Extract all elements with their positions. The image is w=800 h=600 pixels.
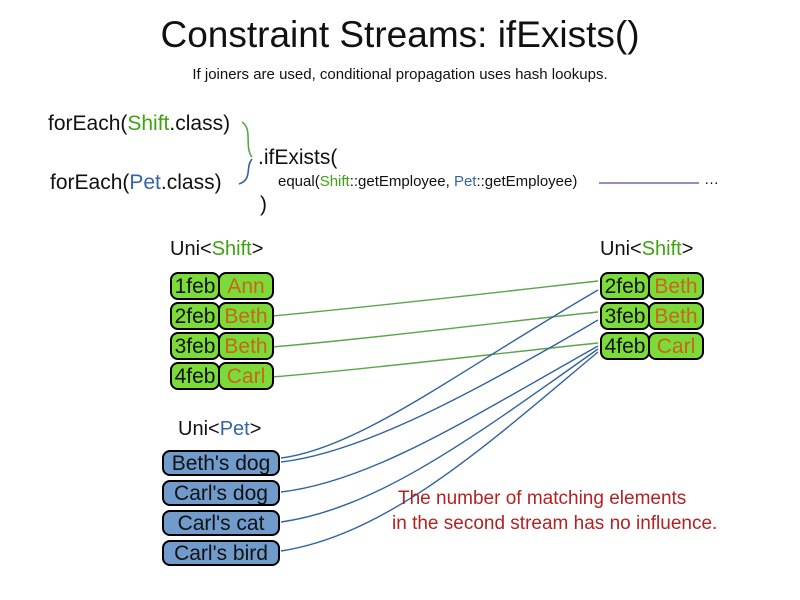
label-text: > (249, 418, 262, 440)
shift-employee-cell: Carl (648, 332, 704, 360)
exists-line-bethsdog-2feb (280, 289, 599, 459)
shift-date-cell: 1feb (170, 272, 220, 300)
shift-date-cell: 4feb (170, 362, 220, 390)
label-text: > (251, 238, 264, 260)
pet-list: Beth's dog Carl's dog Carl's cat Carl's … (162, 450, 280, 570)
pet-class-token: Pet (129, 171, 161, 194)
code-text: ::getEmployee, (349, 173, 454, 190)
influence-note: The number of matching elements in the s… (392, 486, 717, 536)
pet-class-token: Pet (453, 173, 477, 190)
code-text: .class) (160, 171, 222, 194)
shift-date-cell: 2feb (170, 302, 220, 330)
right-shift-table: 2feb Beth 3feb Beth 4feb Carl (600, 272, 704, 362)
brace-curve-shift (241, 121, 253, 158)
shift-row: 4feb Carl (600, 332, 704, 360)
label-text: Uni< (600, 238, 642, 260)
shift-class-token: Shift (319, 173, 350, 190)
right-shift-stream-label: Uni<Shift> (600, 238, 693, 261)
shift-employee-cell: Beth (648, 302, 704, 330)
code-close-paren: ) (260, 193, 267, 216)
shift-employee-cell: Carl (218, 362, 274, 390)
shift-row: 2feb Beth (600, 272, 704, 300)
code-text: ::getEmployee) (476, 173, 578, 190)
label-text: Uni< (170, 238, 212, 260)
left-shift-stream-label: Uni<Shift> (170, 238, 263, 261)
code-ellipsis: … (704, 171, 719, 188)
pet-stream-label: Uni<Pet> (178, 418, 261, 441)
exists-line-bethsdog-3feb (280, 319, 599, 463)
shift-row: 3feb Beth (170, 332, 274, 360)
code-text: forEach( (50, 171, 130, 194)
code-foreach-shift: forEach(Shift.class) (48, 112, 230, 136)
match-line-4feb (271, 342, 599, 378)
pet-box: Carl's dog (162, 480, 280, 506)
shift-row: 1feb Ann (170, 272, 274, 300)
pet-box: Carl's cat (162, 510, 280, 536)
influence-note-line1: The number of matching elements (398, 488, 687, 509)
pet-type-token: Pet (219, 418, 250, 440)
brace-curve-pet (238, 158, 253, 185)
label-text: > (681, 238, 694, 260)
slide-subtitle: If joiners are used, conditional propaga… (192, 66, 608, 83)
shift-employee-cell: Beth (218, 302, 274, 330)
code-text: forEach( (48, 112, 128, 135)
exists-line-carlsdog-4feb (280, 345, 599, 493)
pet-box: Carl's bird (162, 540, 280, 566)
code-text: .class) (169, 112, 231, 135)
shift-date-cell: 2feb (600, 272, 650, 300)
slide-title: Constraint Streams: ifExists() (160, 14, 640, 55)
shift-employee-cell: Beth (218, 332, 274, 360)
shift-row: 3feb Beth (600, 302, 704, 330)
shift-date-cell: 3feb (170, 332, 220, 360)
label-text: Uni< (178, 418, 220, 440)
pet-box: Beth's dog (162, 450, 280, 476)
code-text: equal( (278, 173, 320, 190)
code-ifexists: .ifExists( (258, 146, 338, 169)
influence-note-line2: in the second stream has no influence. (392, 513, 718, 534)
shift-type-token: Shift (641, 238, 682, 260)
shift-employee-cell: Beth (648, 272, 704, 300)
code-equal-joiner: equal(Shift::getEmployee, Pet::getEmploy… (278, 173, 577, 190)
shift-date-cell: 4feb (600, 332, 650, 360)
shift-row: 4feb Carl (170, 362, 274, 390)
shift-row: 2feb Beth (170, 302, 274, 330)
shift-employee-cell: Ann (218, 272, 274, 300)
shift-date-cell: 3feb (600, 302, 650, 330)
code-foreach-pet: forEach(Pet.class) (50, 171, 222, 195)
match-line-2feb (271, 280, 599, 317)
match-line-3feb (271, 311, 599, 348)
shift-class-token: Shift (127, 112, 170, 135)
left-shift-table: 1feb Ann 2feb Beth 3feb Beth 4feb Carl (170, 272, 274, 392)
shift-type-token: Shift (211, 238, 252, 260)
